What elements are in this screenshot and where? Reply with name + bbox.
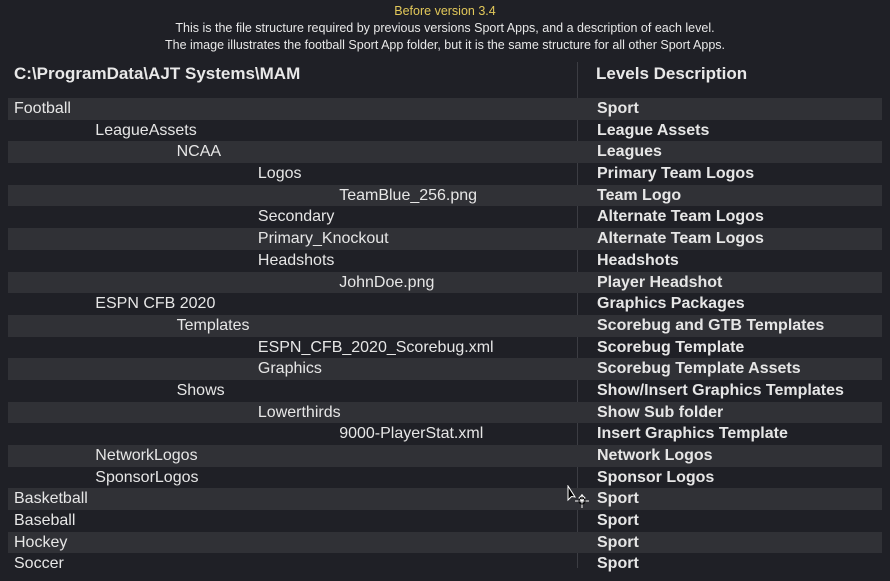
level-description: Scorebug and GTB Templates [597,316,825,334]
folder-name: ESPN_CFB_2020_Scorebug.xml [257,338,494,356]
folder-name: Basketball [14,490,88,508]
folder-name: SponsorLogos [95,468,199,486]
level-description: Player Headshot [597,273,723,291]
table-row: Headshots Headshots [8,250,882,272]
level-description: Sport [597,490,639,508]
table-row: JohnDoe.png Player Headshot [8,271,882,294]
level-description: Sport [597,555,639,573]
folder-name: Logos [257,165,302,183]
level-description: Scorebug Template Assets [597,360,801,378]
move-cursor-icon [567,485,589,508]
table-row: Secondary Alternate Team Logos [8,206,882,228]
folder-name: Football [14,100,71,117]
table-row: Logos Primary Team Logos [8,163,882,185]
table-row: Hockey Sport [8,531,882,554]
table-row: Lowerthirds Show Sub folder [8,401,882,424]
level-description: Sport [597,512,639,530]
folder-name: Secondary [257,208,335,226]
folder-name: ESPN CFB 2020 [95,295,216,313]
table-row: Baseball Sport [8,510,882,532]
folder-name: Headshots [257,251,335,269]
path-column-header: C:\ProgramData\AJT Systems\MAM [14,64,301,83]
folder-name: NetworkLogos [95,447,198,464]
level-description: Show/Insert Graphics Templates [597,381,844,399]
table-row: LeagueAssets League Assets [8,120,882,142]
description-line-2: The image illustrates the football Sport… [164,38,726,52]
folder-name: Primary_Knockout [257,230,389,248]
folder-name: Shows [176,381,225,399]
level-description: Sport [597,100,639,117]
folder-name: JohnDoe.png [339,273,435,291]
table-row: NetworkLogos Network Logos [8,445,882,467]
table-row: Primary_Knockout Alternate Team Logos [8,228,882,250]
table-row: Soccer Sport [8,553,882,575]
table-row: TeamBlue_256.png Team Logo [8,184,882,207]
table-row: NCAA Leagues [8,141,882,164]
level-description: Insert Graphics Template [597,425,788,443]
level-description: Scorebug Template [597,338,745,356]
level-description: Headshots [597,251,679,269]
table-row: Graphics Scorebug Template Assets [8,358,882,380]
level-description: Leagues [597,143,662,161]
level-description: Primary Team Logos [597,165,755,183]
table-row: ESPN_CFB_2020_Scorebug.xml Scorebug Templ… [8,337,882,359]
level-description: Sponsor Logos [597,468,715,486]
folder-name: Baseball [14,512,76,530]
level-description: Show Sub folder [597,403,724,421]
level-description: Team Logo [597,186,682,204]
table-row: 9000-PlayerStat.xml Insert Graphics Templ… [8,423,882,445]
level-description: Network Logos [597,447,713,464]
folder-name: 9000-PlayerStat.xml [339,425,484,443]
table-row: ESPN CFB 2020 Graphics Packages [8,293,882,315]
folder-name: Templates [176,316,250,334]
level-description: Sport [597,533,639,551]
folder-name: Hockey [14,533,68,551]
table-row: Shows Show/Insert Graphics Templates [8,380,882,402]
folder-name: Graphics [257,360,322,378]
level-description: Alternate Team Logos [597,208,764,226]
level-description: League Assets [597,121,710,139]
table-row: Basketball Sport [8,488,882,511]
folder-name: TeamBlue_256.png [339,186,478,204]
level-description: Graphics Packages [597,295,745,313]
folder-name: LeagueAssets [95,121,197,139]
folder-name: NCAA [176,143,222,161]
level-description: Alternate Team Logos [597,230,764,248]
levels-description-column-header: Levels Description [596,64,748,83]
version-title: Before version 3.4 [394,4,496,18]
folder-name: Lowerthirds [257,403,341,421]
folder-name: Soccer [14,555,64,573]
table-row: Templates Scorebug and GTB Templates [8,314,882,337]
description-line-1: This is the file structure required by p… [175,21,715,35]
table-row: SponsorLogos Sponsor Logos [8,467,882,489]
table-row: Football Sport [8,98,882,120]
